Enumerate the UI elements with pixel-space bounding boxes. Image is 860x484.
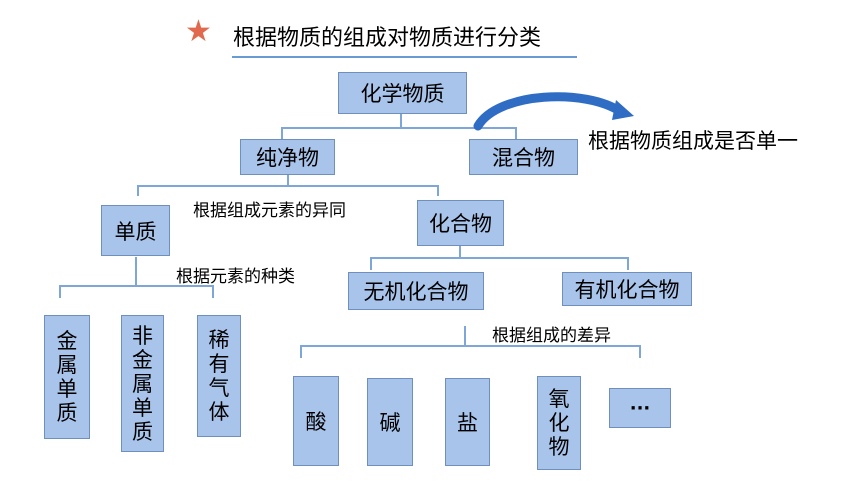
char: 质: [132, 419, 153, 444]
node-nonmetal-element: 非 金 属 单 质: [121, 315, 164, 452]
char: 属: [56, 353, 78, 377]
char: 金: [56, 329, 78, 353]
node-mixture: 混合物: [469, 139, 578, 175]
char: 有: [208, 352, 230, 376]
char: 物: [548, 435, 570, 459]
star-icon: ★: [185, 14, 212, 49]
node-compound: 化合物: [417, 200, 504, 246]
connector-root: [281, 112, 517, 141]
label-element-kind: 根据元素的种类: [176, 267, 295, 287]
node-chemical-substance: 化学物质: [338, 72, 467, 114]
node-inorganic-compound: 无机化合物: [348, 272, 484, 310]
node-metal-element: 金 属 单 质: [44, 315, 90, 439]
connector-pure: [137, 174, 439, 196]
label-element-same-diff: 根据组成元素的异同: [193, 201, 346, 221]
arrow-head-icon: [612, 100, 634, 120]
node-salt: 盐: [445, 378, 490, 466]
page-title: 根据物质的组成对物质进行分类: [233, 26, 542, 51]
char: 体: [208, 400, 230, 424]
char: 气: [208, 376, 230, 400]
char: 属: [132, 371, 153, 396]
node-pure-substance: 纯净物: [240, 139, 335, 175]
node-oxide: 氧 化 物: [537, 376, 581, 470]
connector-element: [59, 257, 214, 298]
node-element: 单质: [101, 205, 170, 256]
char: 单: [56, 377, 78, 401]
node-noble-gas: 稀 有 气 体: [197, 315, 241, 437]
char: 质: [56, 401, 78, 425]
label-composition-diff: 根据组成的差异: [492, 326, 611, 346]
node-base: 碱: [367, 378, 413, 466]
node-ellipsis: ···: [609, 388, 671, 428]
char: 单: [132, 395, 153, 420]
curved-arrow: [473, 92, 626, 131]
node-organic-compound: 有机化合物: [562, 272, 692, 306]
label-composition-single: 根据物质组成是否单一: [588, 129, 798, 153]
char: 稀: [208, 328, 230, 352]
char: 金: [132, 347, 153, 372]
char: 氧: [548, 387, 570, 411]
title-underline: [232, 56, 577, 58]
connector-inorganic: [300, 326, 641, 358]
char: 化: [548, 411, 570, 435]
char: 非: [132, 323, 153, 348]
connector-compound: [370, 245, 629, 270]
node-acid: 酸: [293, 376, 339, 466]
